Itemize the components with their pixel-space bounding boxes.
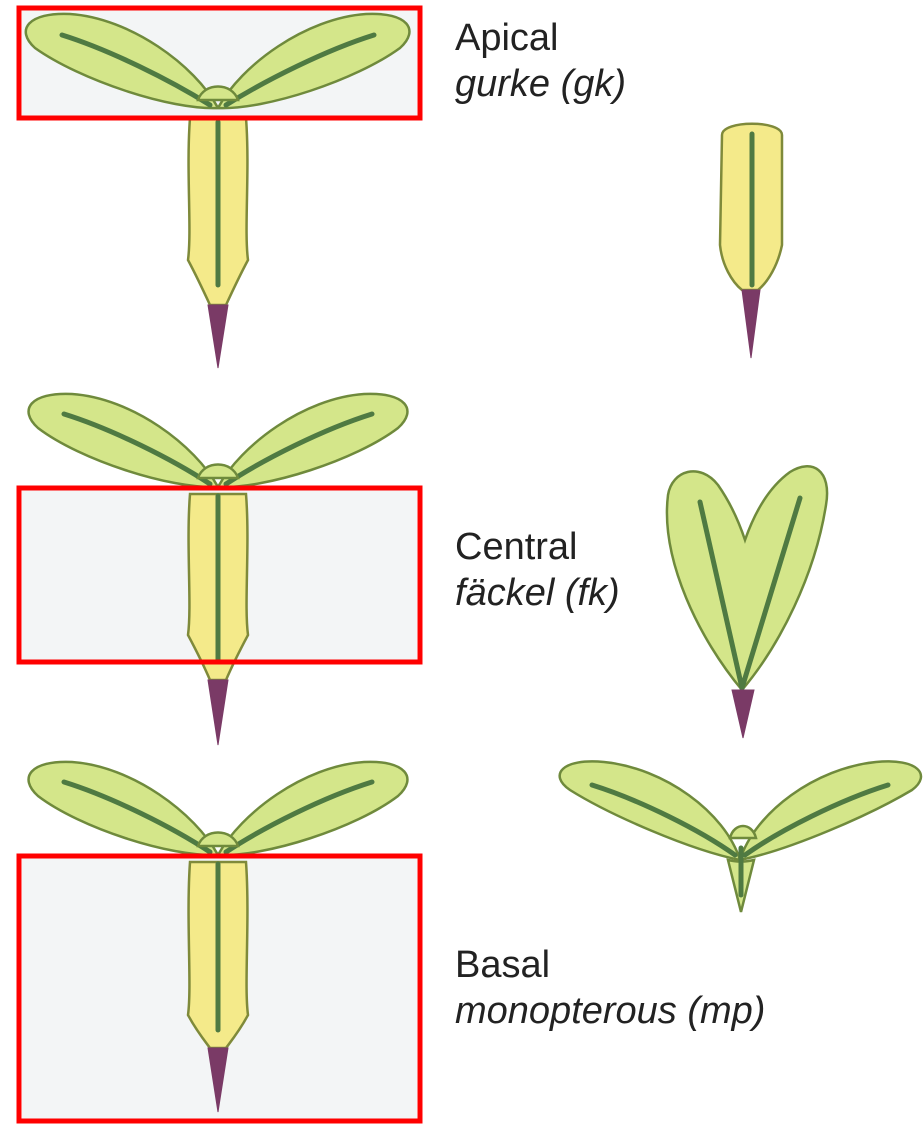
label-central: Central fäckel (fk) <box>455 524 620 616</box>
wildtype-seedling-basal <box>22 762 417 1121</box>
wildtype-seedling-apical <box>22 10 417 368</box>
mutant-name-fackel: fäckel (fk) <box>455 570 620 616</box>
cotyledon-left <box>29 762 218 855</box>
root-tip <box>208 305 228 368</box>
cotyledon-right <box>740 761 921 860</box>
cotyledon-left <box>29 394 218 487</box>
region-name-apical: Apical <box>455 17 559 59</box>
label-basal: Basal monopterous (mp) <box>455 942 765 1034</box>
region-name-basal: Basal <box>455 944 550 986</box>
root-tip <box>208 680 228 745</box>
root-tip <box>732 690 754 738</box>
cotyledon-right <box>218 394 407 487</box>
region-name-central: Central <box>455 526 578 568</box>
mutant-name-gurke: gurke (gk) <box>455 61 626 107</box>
fackel-mutant-seedling <box>667 466 827 738</box>
cotyledon-right <box>218 762 407 855</box>
gurke-mutant-seedling <box>720 124 782 358</box>
root-tip <box>742 290 760 358</box>
mutant-name-monopterous: monopterous (mp) <box>455 988 765 1034</box>
label-apical: Apical gurke (gk) <box>455 15 626 107</box>
cotyledons <box>667 466 827 690</box>
monopterous-mutant-seedling <box>560 761 921 912</box>
wildtype-seedling-central <box>22 394 417 745</box>
shoot-apex <box>730 826 756 838</box>
cotyledon-left <box>560 761 740 860</box>
